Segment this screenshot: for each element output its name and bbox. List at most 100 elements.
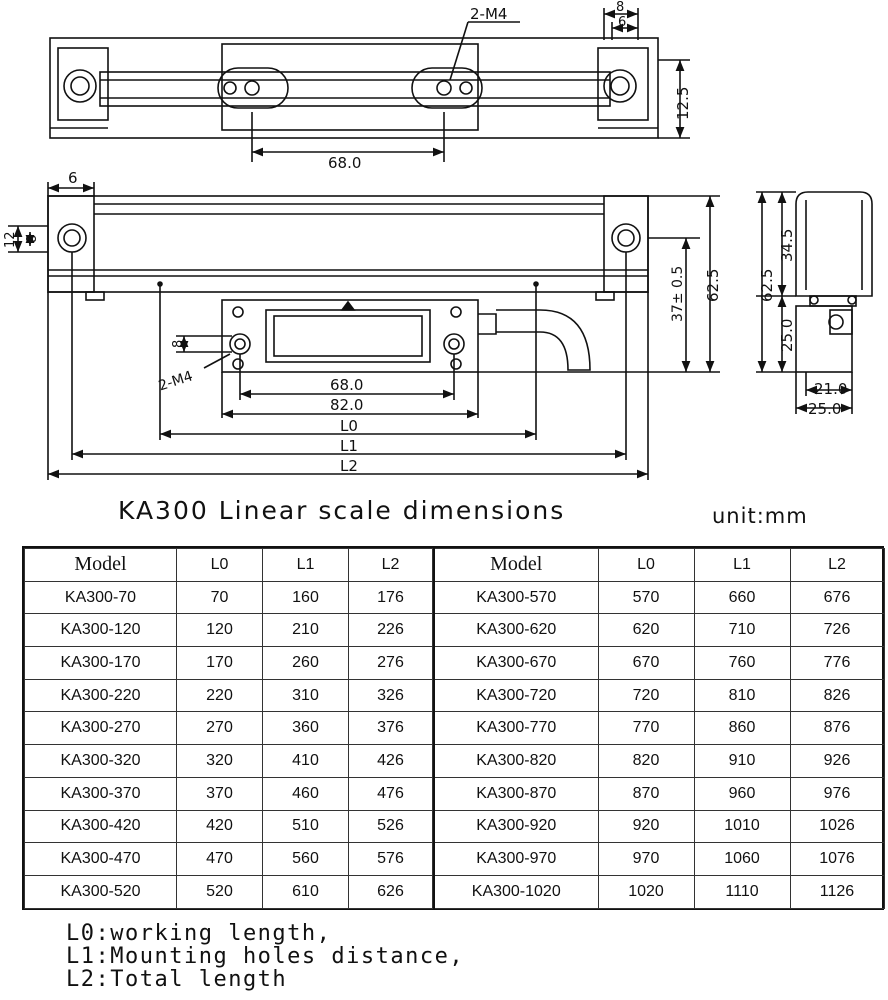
dim-side-outer-width: 25.0	[808, 400, 841, 418]
table-cell: 160	[262, 580, 349, 615]
table-cell: 410	[262, 744, 349, 778]
table-cell: 676	[789, 580, 885, 615]
table-cell: 420	[176, 809, 263, 844]
table-cell: 660	[693, 580, 791, 615]
table-cell: 226	[348, 613, 433, 648]
table-cell: 70	[176, 580, 263, 615]
table-cell: 460	[262, 776, 349, 811]
page-title: KA300 Linear scale dimensions	[118, 496, 566, 525]
column-header: L1	[693, 548, 791, 582]
table-cell: 926	[789, 744, 885, 778]
table-cell: KA300-1020	[433, 874, 599, 909]
column-header: L0	[176, 548, 263, 582]
table-cell: 970	[597, 842, 695, 876]
table-cell: 510	[262, 809, 349, 844]
table-cell: KA300-470	[24, 842, 177, 876]
note-l0: L0:working length,	[66, 921, 332, 946]
dim-total-height-front: 62.5	[704, 269, 722, 302]
side-view	[756, 191, 873, 414]
unit-label: unit:mm	[712, 504, 808, 528]
column-header: Model	[433, 548, 599, 582]
table-cell: 570	[597, 580, 695, 615]
table-cell: 876	[789, 711, 885, 746]
table-cell: 810	[693, 678, 791, 713]
table-cell: KA300-420	[24, 809, 177, 844]
column-header: L2	[348, 548, 433, 582]
table-cell: 710	[693, 613, 791, 648]
table-cell: 520	[176, 874, 263, 909]
table-cell: KA300-370	[24, 776, 177, 811]
table-cell: KA300-320	[24, 744, 177, 778]
table-cell: 270	[176, 711, 263, 746]
table-cell: KA300-120	[24, 613, 177, 648]
table-cell: 560	[262, 842, 349, 876]
table-cell: 1020	[597, 874, 695, 909]
table-cell: 1110	[693, 874, 791, 909]
table-cell: KA300-970	[433, 842, 599, 876]
hole-callout-top: 2-M4	[470, 5, 507, 23]
table-cell: KA300-220	[24, 678, 177, 713]
dim-reader-width: 82.0	[330, 396, 363, 414]
front-view	[8, 182, 720, 480]
table-cell: 470	[176, 842, 263, 876]
table-cell: 1026	[789, 809, 885, 844]
table-cell: KA300-720	[433, 678, 599, 713]
top-view	[49, 8, 690, 162]
dim-L0: L0	[340, 417, 358, 435]
table-cell: 726	[789, 613, 885, 648]
table-cell: 426	[348, 744, 433, 778]
table-cell: 370	[176, 776, 263, 811]
dim-reader-height: 37± 0.5	[670, 266, 686, 322]
dim-side-total: 62.5	[758, 269, 776, 302]
table-cell: 576	[348, 842, 433, 876]
note-l2: L2:Total length	[66, 967, 288, 992]
table-cell: 860	[693, 711, 791, 746]
table-cell: 626	[348, 874, 433, 909]
table-cell: 910	[693, 744, 791, 778]
dim-side-lower: 25.0	[778, 319, 796, 352]
technical-drawing: 2-M4 8 6 12.5 68.0 6 12 8 37± 0.5 62.5 8…	[3, 0, 873, 480]
dim-side-inner-width: 21.0	[814, 380, 847, 398]
legend-notes: L0:working length, L1:Mounting holes dis…	[66, 922, 464, 991]
table-cell: 670	[597, 646, 695, 680]
table-cell: KA300-520	[24, 874, 177, 909]
table-cell: 210	[262, 613, 349, 648]
table-cell: 820	[597, 744, 695, 778]
table-cell: KA300-170	[24, 646, 177, 680]
table-cell: 376	[348, 711, 433, 746]
dim-hole-spacing-top: 68.0	[328, 154, 361, 172]
table-cell: 720	[597, 678, 695, 713]
table-cell: 1126	[789, 874, 885, 909]
table-cell: 220	[176, 678, 263, 713]
table-cell: 1060	[693, 842, 791, 876]
dim-side-upper: 34.5	[778, 229, 796, 262]
table-cell: 920	[597, 809, 695, 844]
column-header: L0	[597, 548, 695, 582]
table-cell: KA300-920	[433, 809, 599, 844]
dim-reader-holes: 68.0	[330, 376, 363, 394]
table-cell: 826	[789, 678, 885, 713]
table-cell: 476	[348, 776, 433, 811]
dim-end-width: 6	[68, 169, 78, 187]
